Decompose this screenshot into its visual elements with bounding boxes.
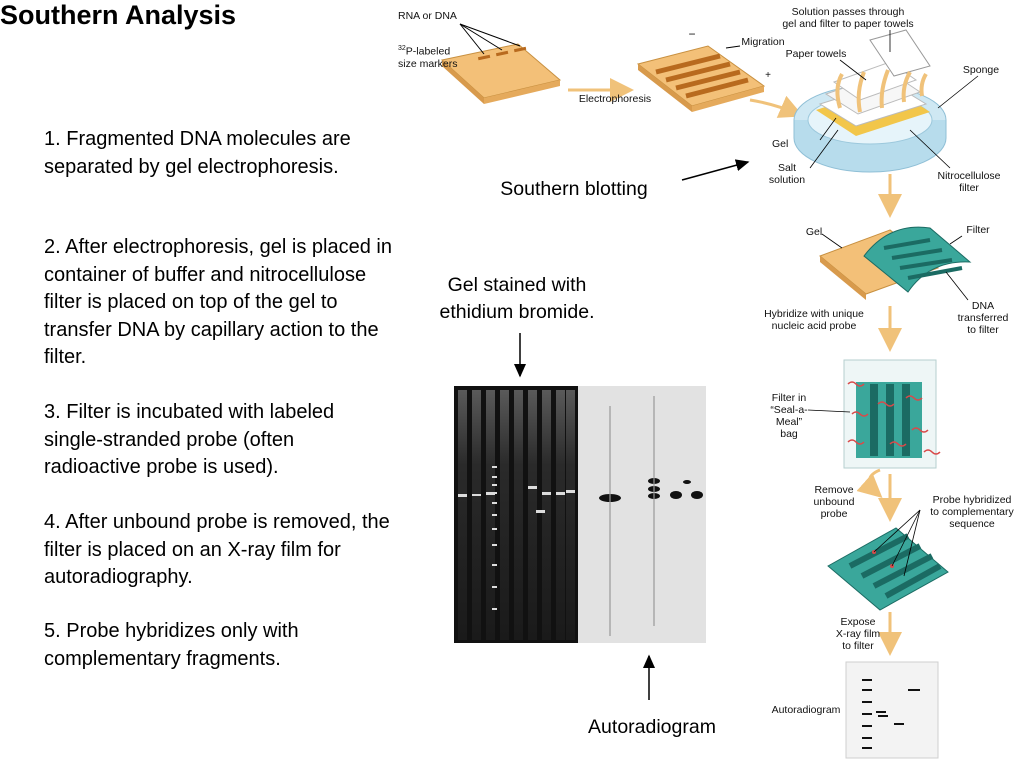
- rna-dna-label: RNA or DNA: [398, 10, 457, 22]
- sponge-label: Sponge: [962, 64, 1000, 76]
- expose-line2: X-ray film: [835, 628, 881, 640]
- southern-blot-diagram: [440, 23, 979, 759]
- dna-line3: to filter: [967, 324, 999, 336]
- minus-sign: −: [688, 27, 696, 41]
- p32-superscript: 32: [398, 45, 406, 52]
- step-3-text: 3. Filter is incubated with labeled sing…: [44, 401, 335, 478]
- gel-label-peel: Gel: [805, 226, 823, 238]
- filter-in-line2: “Seal-a-Meal”: [770, 404, 808, 428]
- size-markers-text: size markers: [398, 57, 458, 70]
- filter-in-line3: bag: [780, 428, 798, 440]
- gel-stained-label: Gel stained with ethidium bromide.: [439, 274, 595, 323]
- remove-line2: unbound: [813, 496, 855, 508]
- gel-slab-2: [636, 45, 766, 112]
- salt-line1: Salt: [777, 162, 797, 174]
- nitrocellulose-label: Nitrocellulose filter: [928, 170, 1010, 194]
- filter-in-bag-label: Filter in “Seal-a-Meal” bag: [758, 392, 820, 440]
- dna-line1: DNA: [971, 300, 995, 312]
- gel-photo: [454, 386, 706, 643]
- probe-hybridized-label: Probe hybridized to complementary sequen…: [922, 494, 1022, 530]
- remove-line1: Remove: [814, 484, 854, 496]
- autoradiogram-small-label: Autoradiogram: [771, 704, 841, 716]
- southern-blotting-label: Southern blotting: [500, 178, 648, 200]
- gel-label-tray: Gel: [772, 138, 789, 150]
- filter-in-line1: Filter in: [771, 392, 807, 404]
- dna-line2: transferred: [957, 312, 1009, 324]
- gel-lanes: [458, 390, 575, 640]
- step-5-text: 5. Probe hybridizes only with complement…: [44, 620, 299, 670]
- gel-slab-1: [440, 43, 562, 104]
- southern-blotting-arrow: [681, 159, 750, 181]
- filter-label: Filter: [966, 224, 990, 236]
- dna-transferred-label: DNA transferred to filter: [948, 300, 1018, 336]
- blot-tray: [793, 29, 947, 173]
- autorad-bands: [599, 478, 703, 502]
- probe-hyb-line2: to complementary: [930, 506, 1014, 518]
- hybridize-line2: nucleic acid probe: [771, 320, 857, 332]
- remove-unbound-label: Remove unbound probe: [806, 484, 862, 520]
- nitro-line2: filter: [959, 182, 979, 194]
- migration-label: Migration: [741, 36, 785, 48]
- xray-film: [845, 661, 939, 759]
- probe-hyb-line1: Probe hybridized: [932, 494, 1012, 506]
- solution-passes-line2: gel and filter to paper towels: [782, 18, 914, 30]
- plus-sign: +: [765, 70, 771, 81]
- salt-solution-label: Salt solution: [762, 162, 812, 186]
- p-labeled-label: 32P-labeled size markers: [398, 43, 478, 70]
- hybridize-line1: Hybridize with unique: [764, 308, 864, 320]
- nitro-line1: Nitrocellulose: [937, 170, 1001, 182]
- electrophoresis-label: Electrophoresis: [578, 93, 652, 105]
- seal-a-meal-bag: [843, 359, 941, 469]
- expose-line3: to filter: [842, 640, 874, 652]
- slide-title: Southern Analysis: [0, 0, 237, 30]
- probe-hyb-line3: sequence: [949, 518, 995, 530]
- step-1-text: 1. Fragmented DNA molecules are separate…: [44, 128, 351, 178]
- hybridized-filter: [827, 527, 949, 611]
- solution-passes-label: Solution passes through gel and filter t…: [770, 6, 926, 30]
- step-2-text: 2. After electrophoresis, gel is placed …: [44, 236, 392, 368]
- step-4-text: 4. After unbound probe is removed, the f…: [44, 511, 390, 588]
- expose-line1: Expose: [840, 616, 876, 628]
- solution-passes-line1: Solution passes through: [791, 6, 905, 18]
- p-labeled-text: P-labeled: [405, 45, 451, 58]
- gel-filter-peel: [819, 226, 972, 300]
- hybridize-label: Hybridize with unique nucleic acid probe: [756, 308, 872, 332]
- expose-xray-label: Expose X-ray film to filter: [824, 616, 892, 652]
- paper-towels-label: Paper towels: [785, 48, 847, 60]
- salt-line2: solution: [768, 174, 806, 186]
- gel-bands: [458, 466, 575, 610]
- remove-line3: probe: [820, 508, 848, 520]
- autoradiogram-label: Autoradiogram: [588, 716, 716, 738]
